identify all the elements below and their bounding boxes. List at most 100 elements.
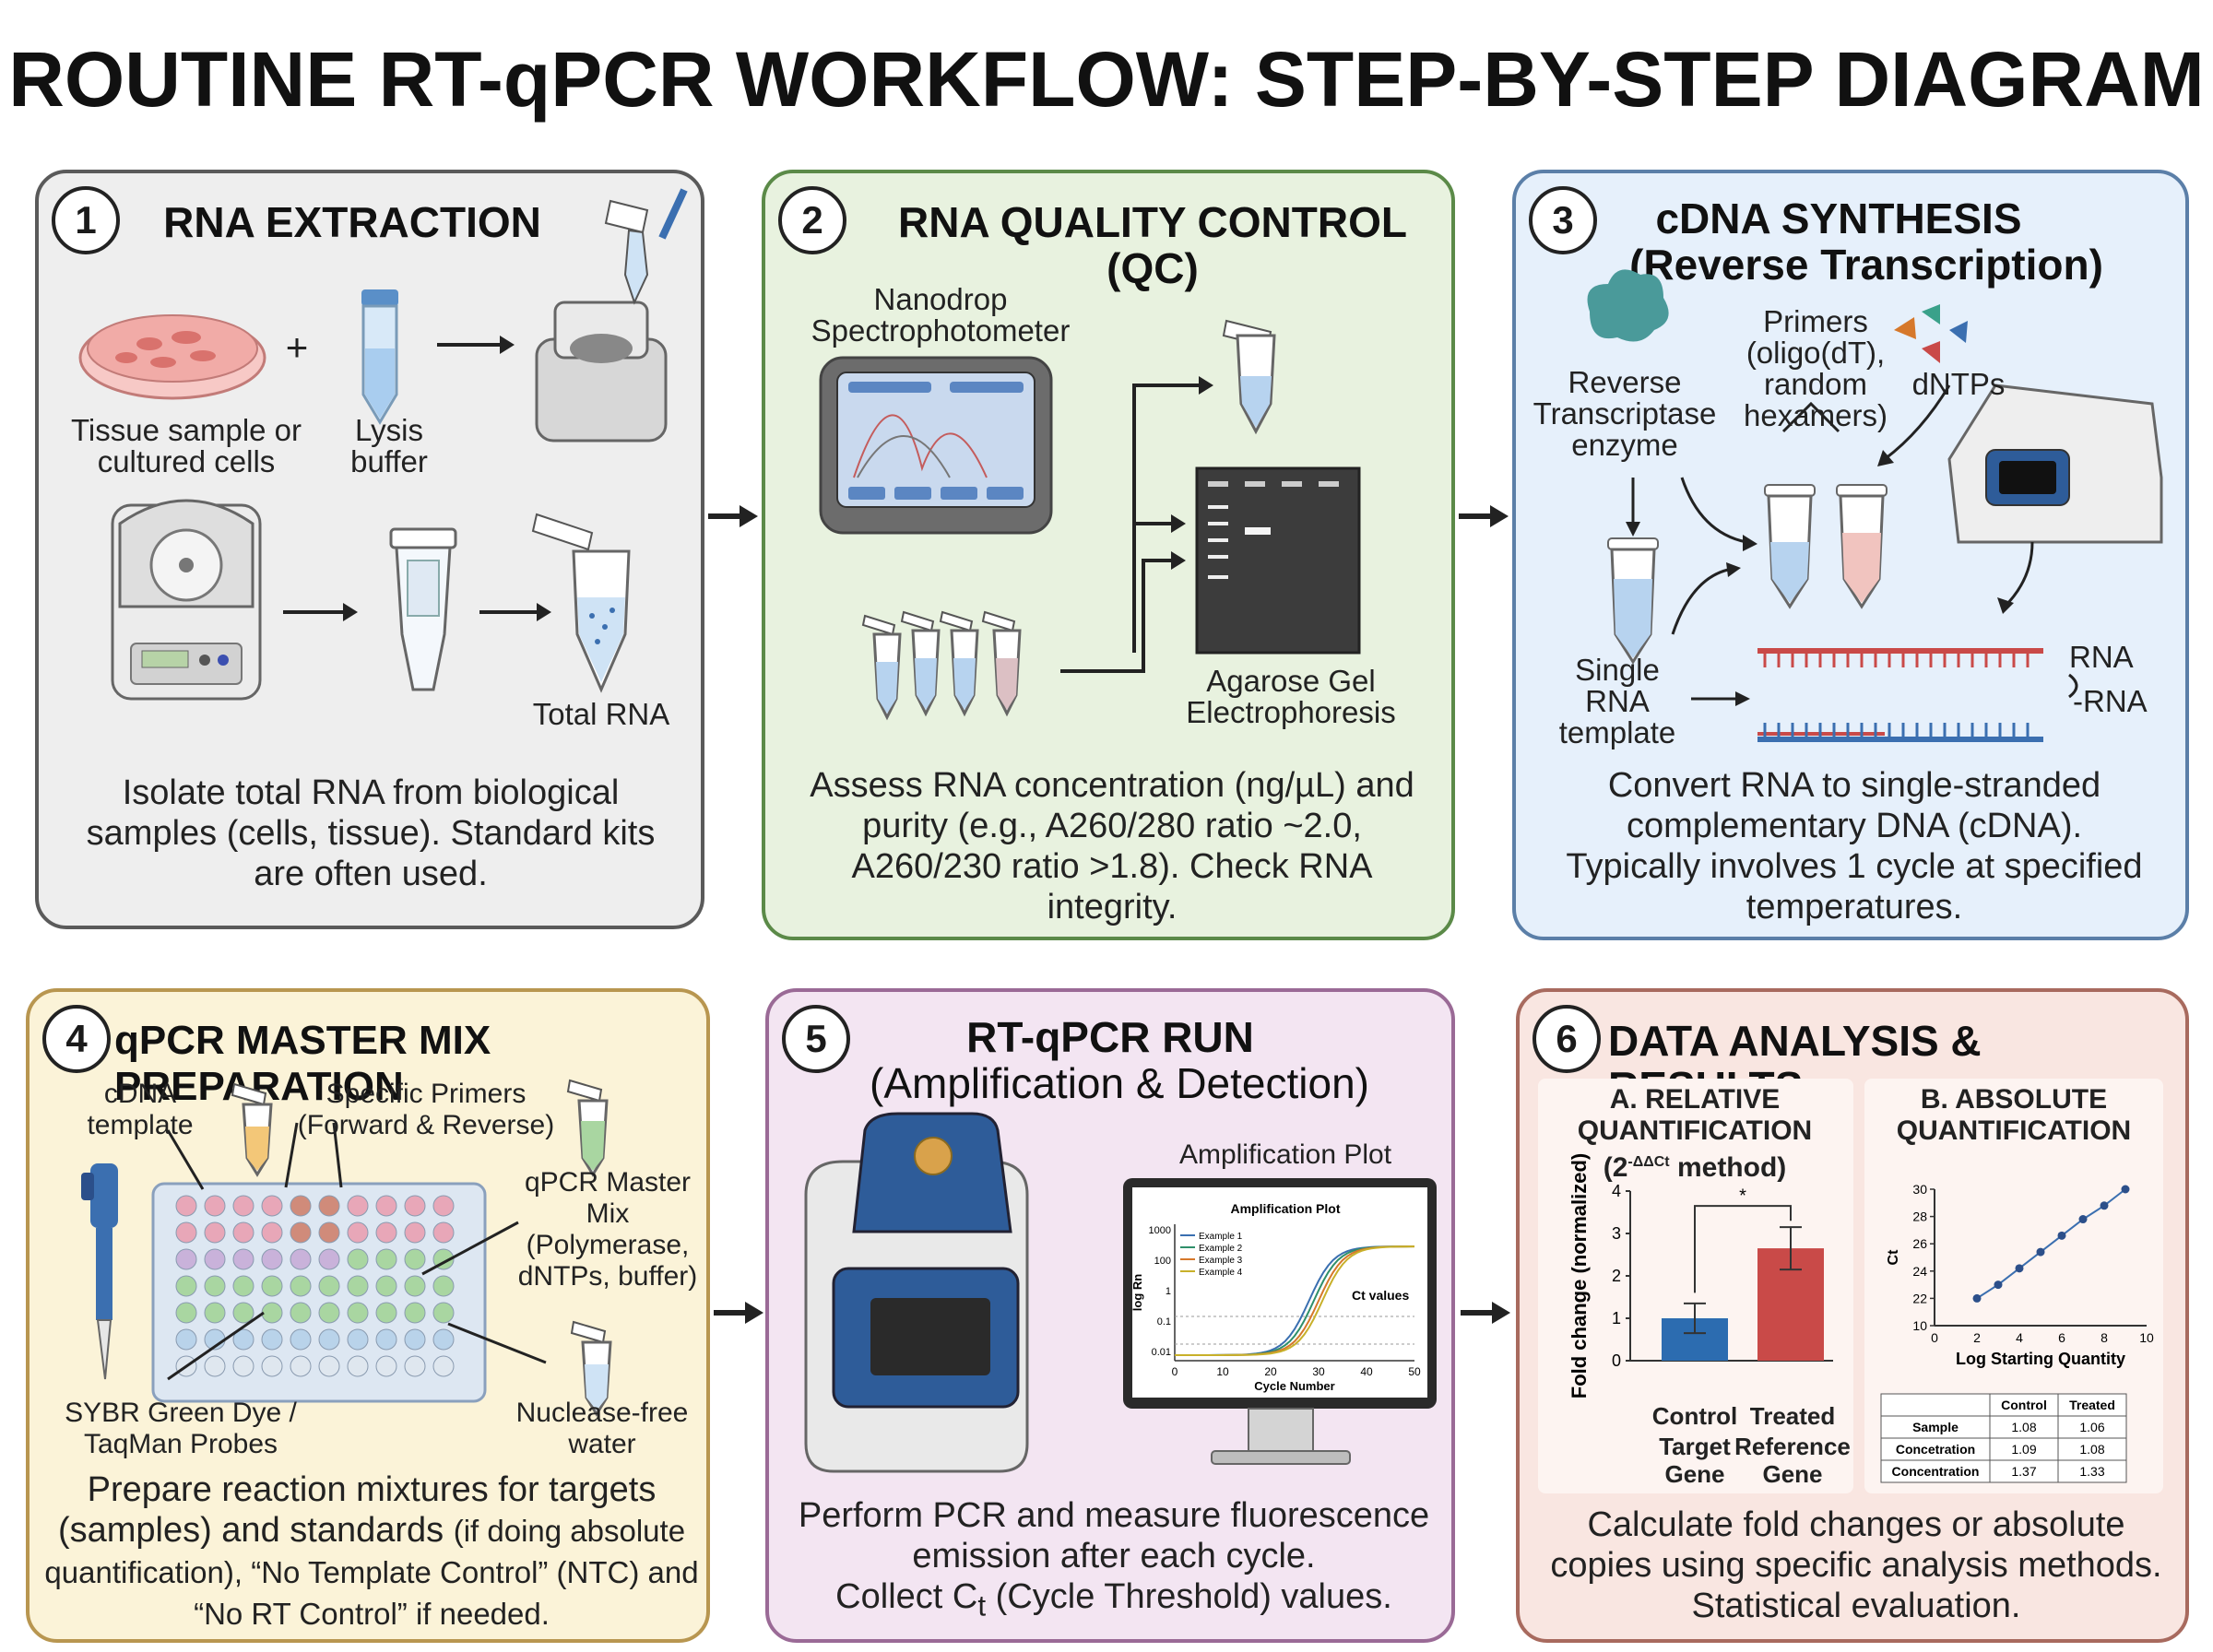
legend-label: Example 2 xyxy=(1199,1244,1243,1254)
plate-well xyxy=(404,1275,426,1297)
cdna-strand-icon xyxy=(1757,723,2043,742)
table-cell-text: Concentration xyxy=(1892,1464,1980,1479)
lysis-tube-icon xyxy=(361,289,398,425)
plate-well xyxy=(261,1248,283,1270)
plate-well xyxy=(432,1195,455,1217)
plate-well xyxy=(232,1328,254,1351)
plate-well xyxy=(261,1195,283,1217)
plate-well xyxy=(290,1275,312,1297)
relative-method: (2-ΔΔCt method) xyxy=(1603,1152,1787,1183)
plate-well xyxy=(318,1355,340,1377)
step-subtitle: (Reverse Transcription) xyxy=(1629,241,2103,289)
step-description: Assess RNA concentration (ng/µL) and pur… xyxy=(810,766,1414,926)
bar-sub-2: Reference Gene xyxy=(1734,1433,1851,1488)
dntps-label: dNTPs xyxy=(1911,367,2006,401)
spectrophotometer-icon xyxy=(819,356,1053,535)
mastermix-tube-icon xyxy=(566,1079,609,1177)
thermal-cycler-icon xyxy=(1947,384,2163,544)
panel-master-mix: 4 qPCR MASTER MIX PREPARATION xyxy=(26,988,710,1643)
plate-well xyxy=(290,1248,312,1270)
plate-well xyxy=(375,1248,397,1270)
enzyme-label: Reverse Transcriptase enzyme xyxy=(1533,365,1717,462)
template-label: Single RNA template xyxy=(1558,653,1676,749)
plate-wells xyxy=(175,1195,455,1377)
step-subtitle: (Amplification & Detection) xyxy=(870,1059,1369,1107)
y-tick-label: 26 xyxy=(1912,1236,1927,1251)
y-tick-label: 0.1 xyxy=(1157,1316,1171,1328)
step-number: 2 xyxy=(778,186,846,254)
x-axis-label: Log Starting Quantity xyxy=(1956,1350,2125,1368)
plot-inner-title: Amplification Plot xyxy=(1231,1201,1341,1216)
arrow-4-to-5 xyxy=(714,1302,763,1324)
plate-well xyxy=(318,1328,340,1351)
plate-well xyxy=(318,1248,340,1270)
plate-well xyxy=(347,1275,369,1297)
plate-well xyxy=(261,1275,283,1297)
y-tick-label: 10 xyxy=(1912,1318,1927,1333)
petri-dish-icon xyxy=(78,314,266,400)
step-description: Prepare reaction mixtures for targets (s… xyxy=(44,1469,699,1634)
y-axis-label: Fold change (normalized) xyxy=(1568,1153,1591,1398)
x-tick-label: 0 xyxy=(1931,1330,1938,1345)
panel-cdna-synthesis: 3 cDNA SYNTHESIS (Reverse Transcription) xyxy=(1512,170,2189,940)
rna-extraction-illustration xyxy=(78,188,688,701)
sample-tubes-icon xyxy=(861,610,1022,721)
plate-well xyxy=(232,1195,254,1217)
table-cell xyxy=(2057,1415,2127,1439)
x-tick-label: 30 xyxy=(1312,1365,1325,1378)
step-title: RNA EXTRACTION xyxy=(163,198,541,246)
description-small: (if doing absolute quantification), “No … xyxy=(44,1514,699,1631)
tissue-label: Tissue sample or cultured cells xyxy=(70,413,302,478)
plate-well xyxy=(261,1355,283,1377)
table-cell-text: Treated xyxy=(2069,1398,2115,1412)
y-tick-label: 0.01 xyxy=(1152,1347,1171,1358)
plate-well xyxy=(204,1302,226,1324)
plate-well xyxy=(375,1195,397,1217)
plate-well xyxy=(175,1328,197,1351)
plate-well xyxy=(432,1221,455,1244)
plate-well xyxy=(404,1195,426,1217)
plus-sign: + xyxy=(285,325,309,369)
primers-sub-label: (Forward & Reverse) xyxy=(297,1110,555,1140)
x-tick-label: 6 xyxy=(2058,1330,2065,1345)
significance-bracket xyxy=(1694,1205,1792,1293)
rna-tube-icon xyxy=(1222,319,1276,435)
panel-rna-extraction: 1 RNA EXTRACTION xyxy=(35,170,704,929)
plate-well xyxy=(232,1355,254,1377)
step-description: Calculate fold changes or absolute copie… xyxy=(1550,1505,2162,1625)
plate-well xyxy=(404,1328,426,1351)
step-title: RNA QUALITY CONTROL (QC) xyxy=(898,198,1407,292)
plate-well xyxy=(204,1221,226,1244)
y-axis-label: log Rn xyxy=(1130,1274,1144,1311)
legend-label: Example 4 xyxy=(1199,1268,1243,1278)
description-line-1: Perform PCR and measure fluorescence emi… xyxy=(798,1496,1430,1575)
step-number: 5 xyxy=(782,1005,850,1073)
amplification-curve xyxy=(1175,1245,1414,1356)
legend-label: Example 1 xyxy=(1199,1232,1243,1242)
plate-well xyxy=(347,1328,369,1351)
data-point xyxy=(2078,1215,2088,1224)
legend-label: Example 3 xyxy=(1199,1256,1243,1266)
monitor-icon xyxy=(1123,1178,1437,1465)
arrow-5-to-6 xyxy=(1461,1302,1510,1324)
arrow-2-to-3 xyxy=(1459,505,1509,527)
mastermix-sub-label: (Polymerase, dNTPs, buffer) xyxy=(517,1230,698,1292)
plate-well xyxy=(375,1275,397,1297)
mastermix-label: qPCR Master Mix xyxy=(524,1167,692,1229)
bar-cat-2: Treated xyxy=(1749,1402,1836,1430)
homogenizer-icon xyxy=(535,301,668,442)
table-cell-text: Control xyxy=(2001,1398,2047,1412)
plate-well xyxy=(432,1355,455,1377)
panel-data-analysis: 6 DATA ANALYSIS & RESULTS A. RELATIVE QU… xyxy=(1516,988,2189,1643)
description-line-2: Collect Ct (Cycle Threshold) values. xyxy=(835,1577,1392,1622)
plate-well xyxy=(261,1302,283,1324)
panel-qpcr-run: 5 RT-qPCR RUN (Amplification & Detection… xyxy=(765,988,1455,1643)
table-cell xyxy=(1989,1393,2059,1417)
plate-well xyxy=(432,1275,455,1297)
rna-strand-icon xyxy=(1757,648,2043,667)
y-tick-label: 0 xyxy=(1612,1351,1621,1370)
step-description: Isolate total RNA from biological sample… xyxy=(86,773,656,893)
y-tick-label: 1 xyxy=(1166,1286,1171,1297)
